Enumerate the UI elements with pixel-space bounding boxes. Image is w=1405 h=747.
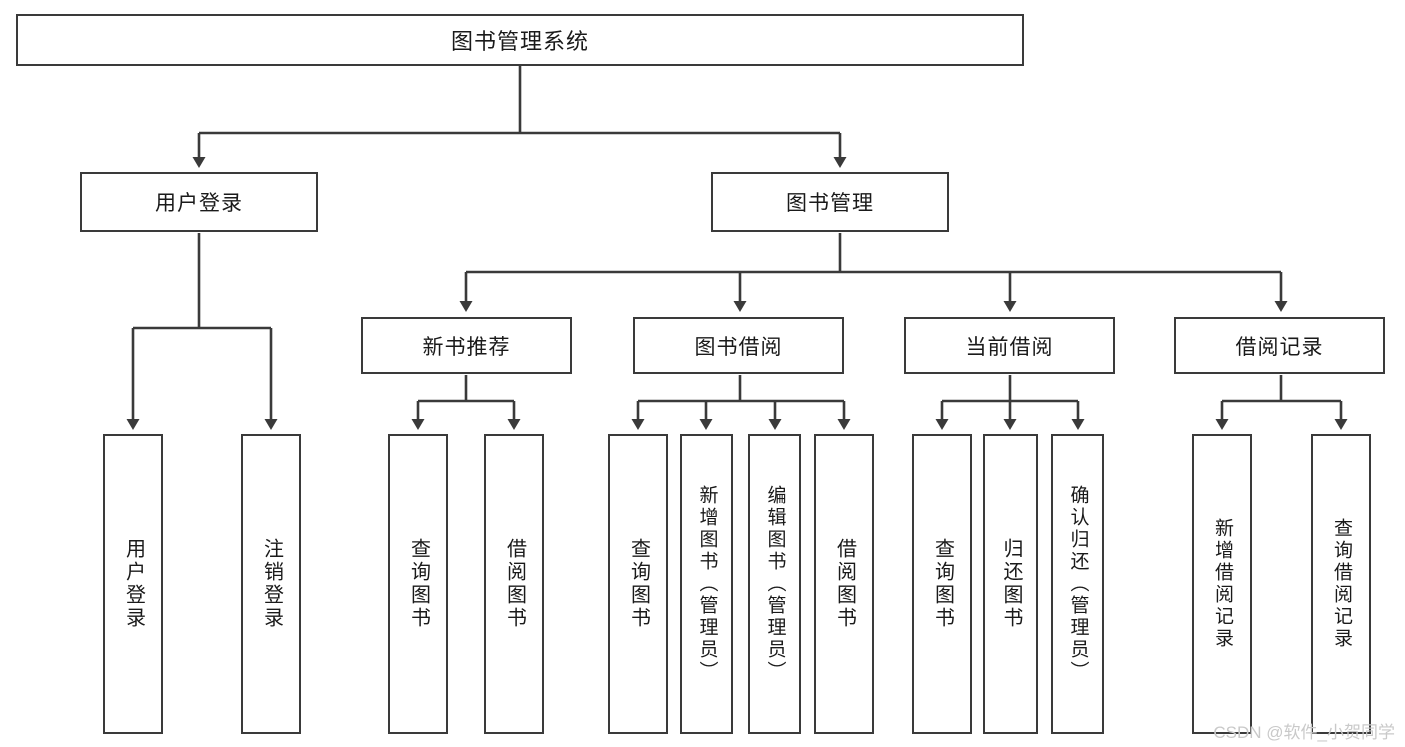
node-leaf-query-book-borrow[interactable]: 查询图书	[608, 434, 668, 734]
node-root[interactable]: 图书管理系统	[16, 14, 1024, 66]
node-new-book-recommend[interactable]: 新书推荐	[361, 317, 572, 374]
node-leaf-query-book-recommend[interactable]: 查询图书	[388, 434, 448, 734]
node-leaf-confirm-return[interactable]: 确认归还（管理员）	[1051, 434, 1104, 734]
node-book-borrow[interactable]: 图书借阅	[633, 317, 844, 374]
node-leaf-user-login[interactable]: 用户登录	[103, 434, 163, 734]
node-borrow-record[interactable]: 借阅记录	[1174, 317, 1385, 374]
node-user-login[interactable]: 用户登录	[80, 172, 318, 232]
node-leaf-query-borrow-record[interactable]: 查询借阅记录	[1311, 434, 1371, 734]
node-leaf-query-book-current[interactable]: 查询图书	[912, 434, 972, 734]
node-leaf-borrow-book[interactable]: 借阅图书	[814, 434, 874, 734]
node-leaf-return-book[interactable]: 归还图书	[983, 434, 1038, 734]
node-leaf-add-borrow-record[interactable]: 新增借阅记录	[1192, 434, 1252, 734]
node-leaf-edit-book[interactable]: 编辑图书（管理员）	[748, 434, 801, 734]
node-leaf-borrow-book-recommend[interactable]: 借阅图书	[484, 434, 544, 734]
node-book-management[interactable]: 图书管理	[711, 172, 949, 232]
node-current-borrow[interactable]: 当前借阅	[904, 317, 1115, 374]
csdn-watermark: CSDN @软件_小贺同学	[1213, 723, 1395, 742]
node-leaf-logout[interactable]: 注销登录	[241, 434, 301, 734]
node-leaf-add-book[interactable]: 新增图书（管理员）	[680, 434, 733, 734]
